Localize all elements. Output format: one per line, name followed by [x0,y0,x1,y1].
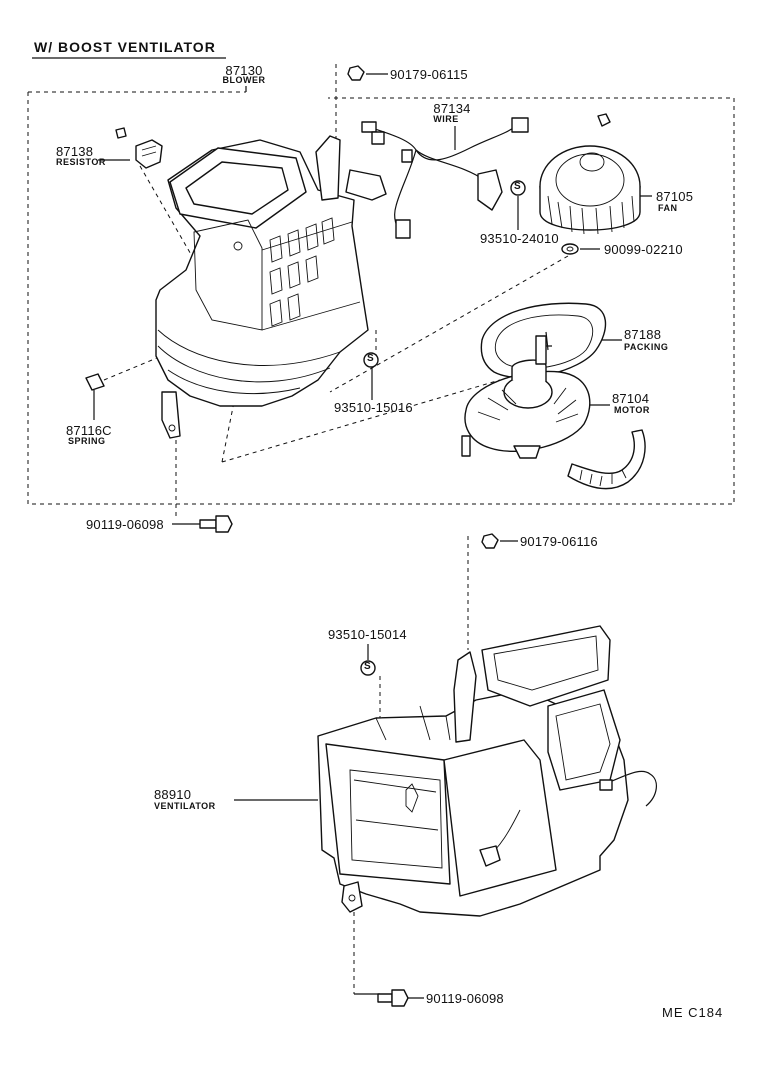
part-name-motor: MOTOR [614,405,650,415]
part-name-blower: BLOWER [222,75,266,85]
part-number-93510-24010: 93510-24010 [480,231,559,246]
part-name-ventilator: VENTILATOR [154,801,216,811]
motor-part [461,335,591,459]
part-number-87116c: 87116C [66,423,112,438]
part-number-87134: 87134 [433,101,471,116]
part-number-90179-06116: 90179-06116 [520,534,598,549]
part-number-90099-02210: 90099-02210 [604,242,683,257]
washer-icon [561,243,579,255]
wire-harness [361,117,529,239]
part-name-fan: FAN [658,203,678,213]
part-number-90119-06098-b: 90119-06098 [426,991,504,1006]
hex-nut-icon-b [481,533,499,549]
dash-90099 [329,255,569,393]
part-number-88910: 88910 [154,787,192,802]
s-mark-icon-b [363,352,379,368]
screw-icon-b [377,989,409,1007]
part-number-90119-06098-a: 90119-06098 [86,517,164,532]
part-number-87105: 87105 [656,189,694,204]
s-mark-icon-c [360,660,376,676]
part-number-87130: 87130 [225,63,263,78]
dash-87116c [103,339,201,381]
footer-code: ME C184 [662,1005,724,1020]
part-number-93510-15014: 93510-15014 [328,627,407,642]
drain-hose [567,429,646,490]
part-number-87188: 87188 [624,327,662,342]
part-name-wire: WIRE [433,114,459,124]
diagram-title: W/ BOOST VENTILATOR [34,39,216,55]
part-name-spring: SPRING [68,436,106,446]
part-number-93510-15016: 93510-15016 [334,400,413,415]
part-name-resistor: RESISTOR [56,157,106,167]
blower-housing [155,135,387,439]
s-mark-label-b: S [367,353,374,364]
resistor-part [115,127,163,169]
s-mark-label-c: S [364,661,371,672]
s-mark-label-a: S [514,181,521,192]
spring-part [85,373,105,391]
ventilator-assembly [317,625,657,917]
part-number-90179-06115: 90179-06115 [390,67,468,82]
part-name-packing: PACKING [624,342,669,352]
part-number-87104: 87104 [612,391,650,406]
s-mark-icon-a [510,180,526,196]
screw-icon-a [199,515,233,533]
fan-part [539,113,641,235]
hex-nut-icon-a [347,65,365,81]
blower-assembly-dashed-box [27,92,735,505]
part-number-87138: 87138 [56,144,94,159]
